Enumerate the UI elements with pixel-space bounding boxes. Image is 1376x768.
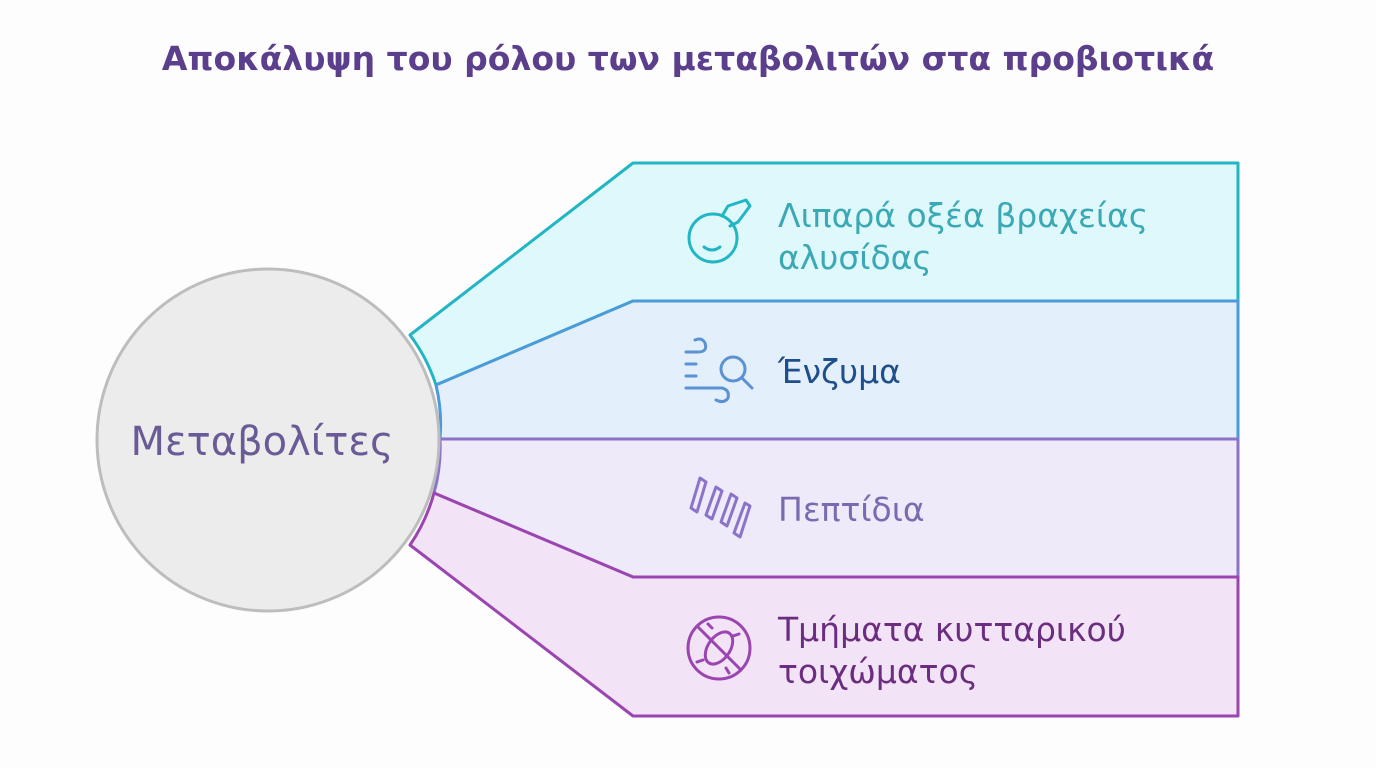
label-cell-wall-fragments: Τμήματα κυτταρικού τοιχώματος [777,610,1136,691]
label-enzymes: Ένζυμα [777,352,901,391]
label-peptides: Πεπτίδια [778,490,925,529]
band-short-chain-fatty-acids [408,161,1240,387]
band-cell-wall-fragments [408,491,1240,718]
center-circle [95,267,441,613]
label-line: Λιπαρά οξέα βραχείας [778,196,1148,235]
label-short-chain-fatty-acids: Λιπαρά οξέα βραχείας αλυσίδας [778,196,1159,277]
label-line: Πεπτίδια [778,490,925,529]
label-line: τοιχώματος [778,652,978,691]
label-line: Ένζυμα [777,352,901,391]
no-bacteria-icon [686,615,752,681]
helix-icon [689,476,752,539]
search-wind-icon [684,337,754,404]
label-line: Τμήματα κυτταρικού [777,610,1126,649]
flask-icon [687,198,752,264]
label-line: αλυσίδας [778,238,932,277]
center-label: Μεταβολίτες [131,419,394,465]
diagram-title: Αποκάλυψη του ρόλου των μεταβολιτών στα … [162,39,1214,78]
